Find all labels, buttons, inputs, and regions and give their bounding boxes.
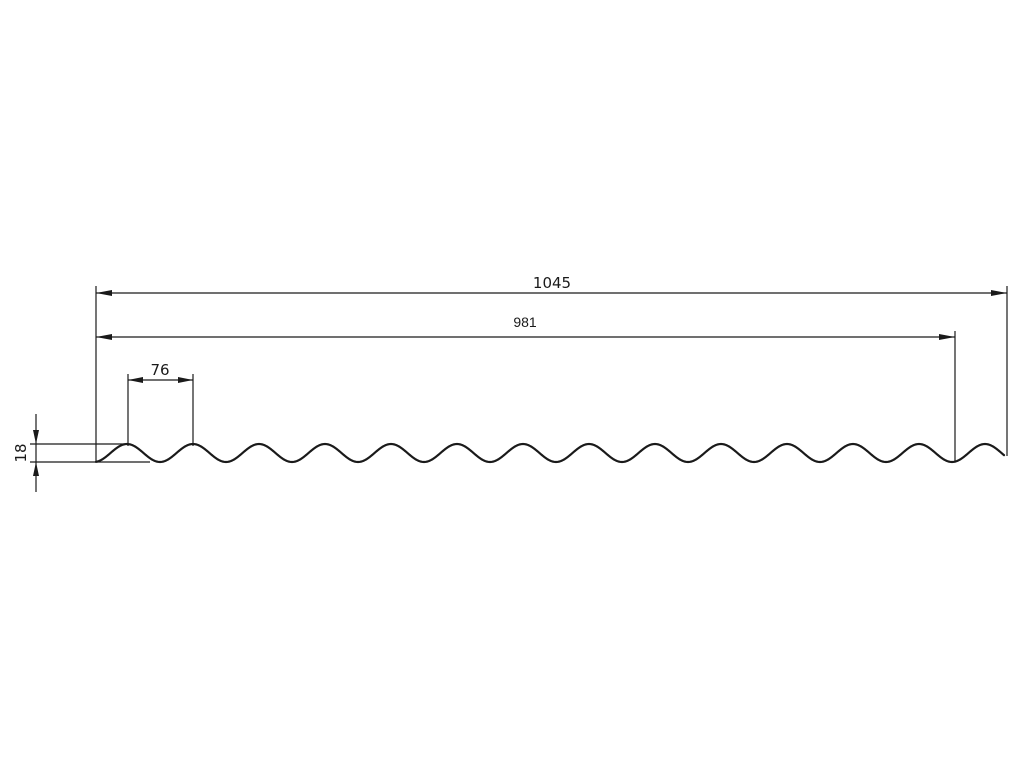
wave-height-label: 18 [12, 443, 30, 462]
overall-width-arrow-right [991, 290, 1007, 296]
wave-pitch-dimension [127, 374, 194, 446]
effective-width-arrow-left [96, 334, 112, 340]
wave-pitch-arrow-left [128, 377, 143, 383]
wave-pitch-arrow-right [178, 377, 193, 383]
overall-width-arrow-left [96, 290, 112, 296]
overall-width-label: 1045 [533, 274, 571, 292]
corrugated-sheet-profile [94, 442, 1006, 464]
effective-width-label: 981 [513, 314, 537, 330]
wave-height-arrow-bottom [33, 462, 39, 476]
wave-height-dimension [30, 414, 150, 492]
wave-height-arrow-top [33, 430, 39, 444]
wave-pitch-label: 76 [150, 361, 169, 379]
overall-width-dimension [95, 286, 1008, 462]
effective-width-arrow-right [939, 334, 955, 340]
effective-width-dimension [96, 331, 956, 462]
